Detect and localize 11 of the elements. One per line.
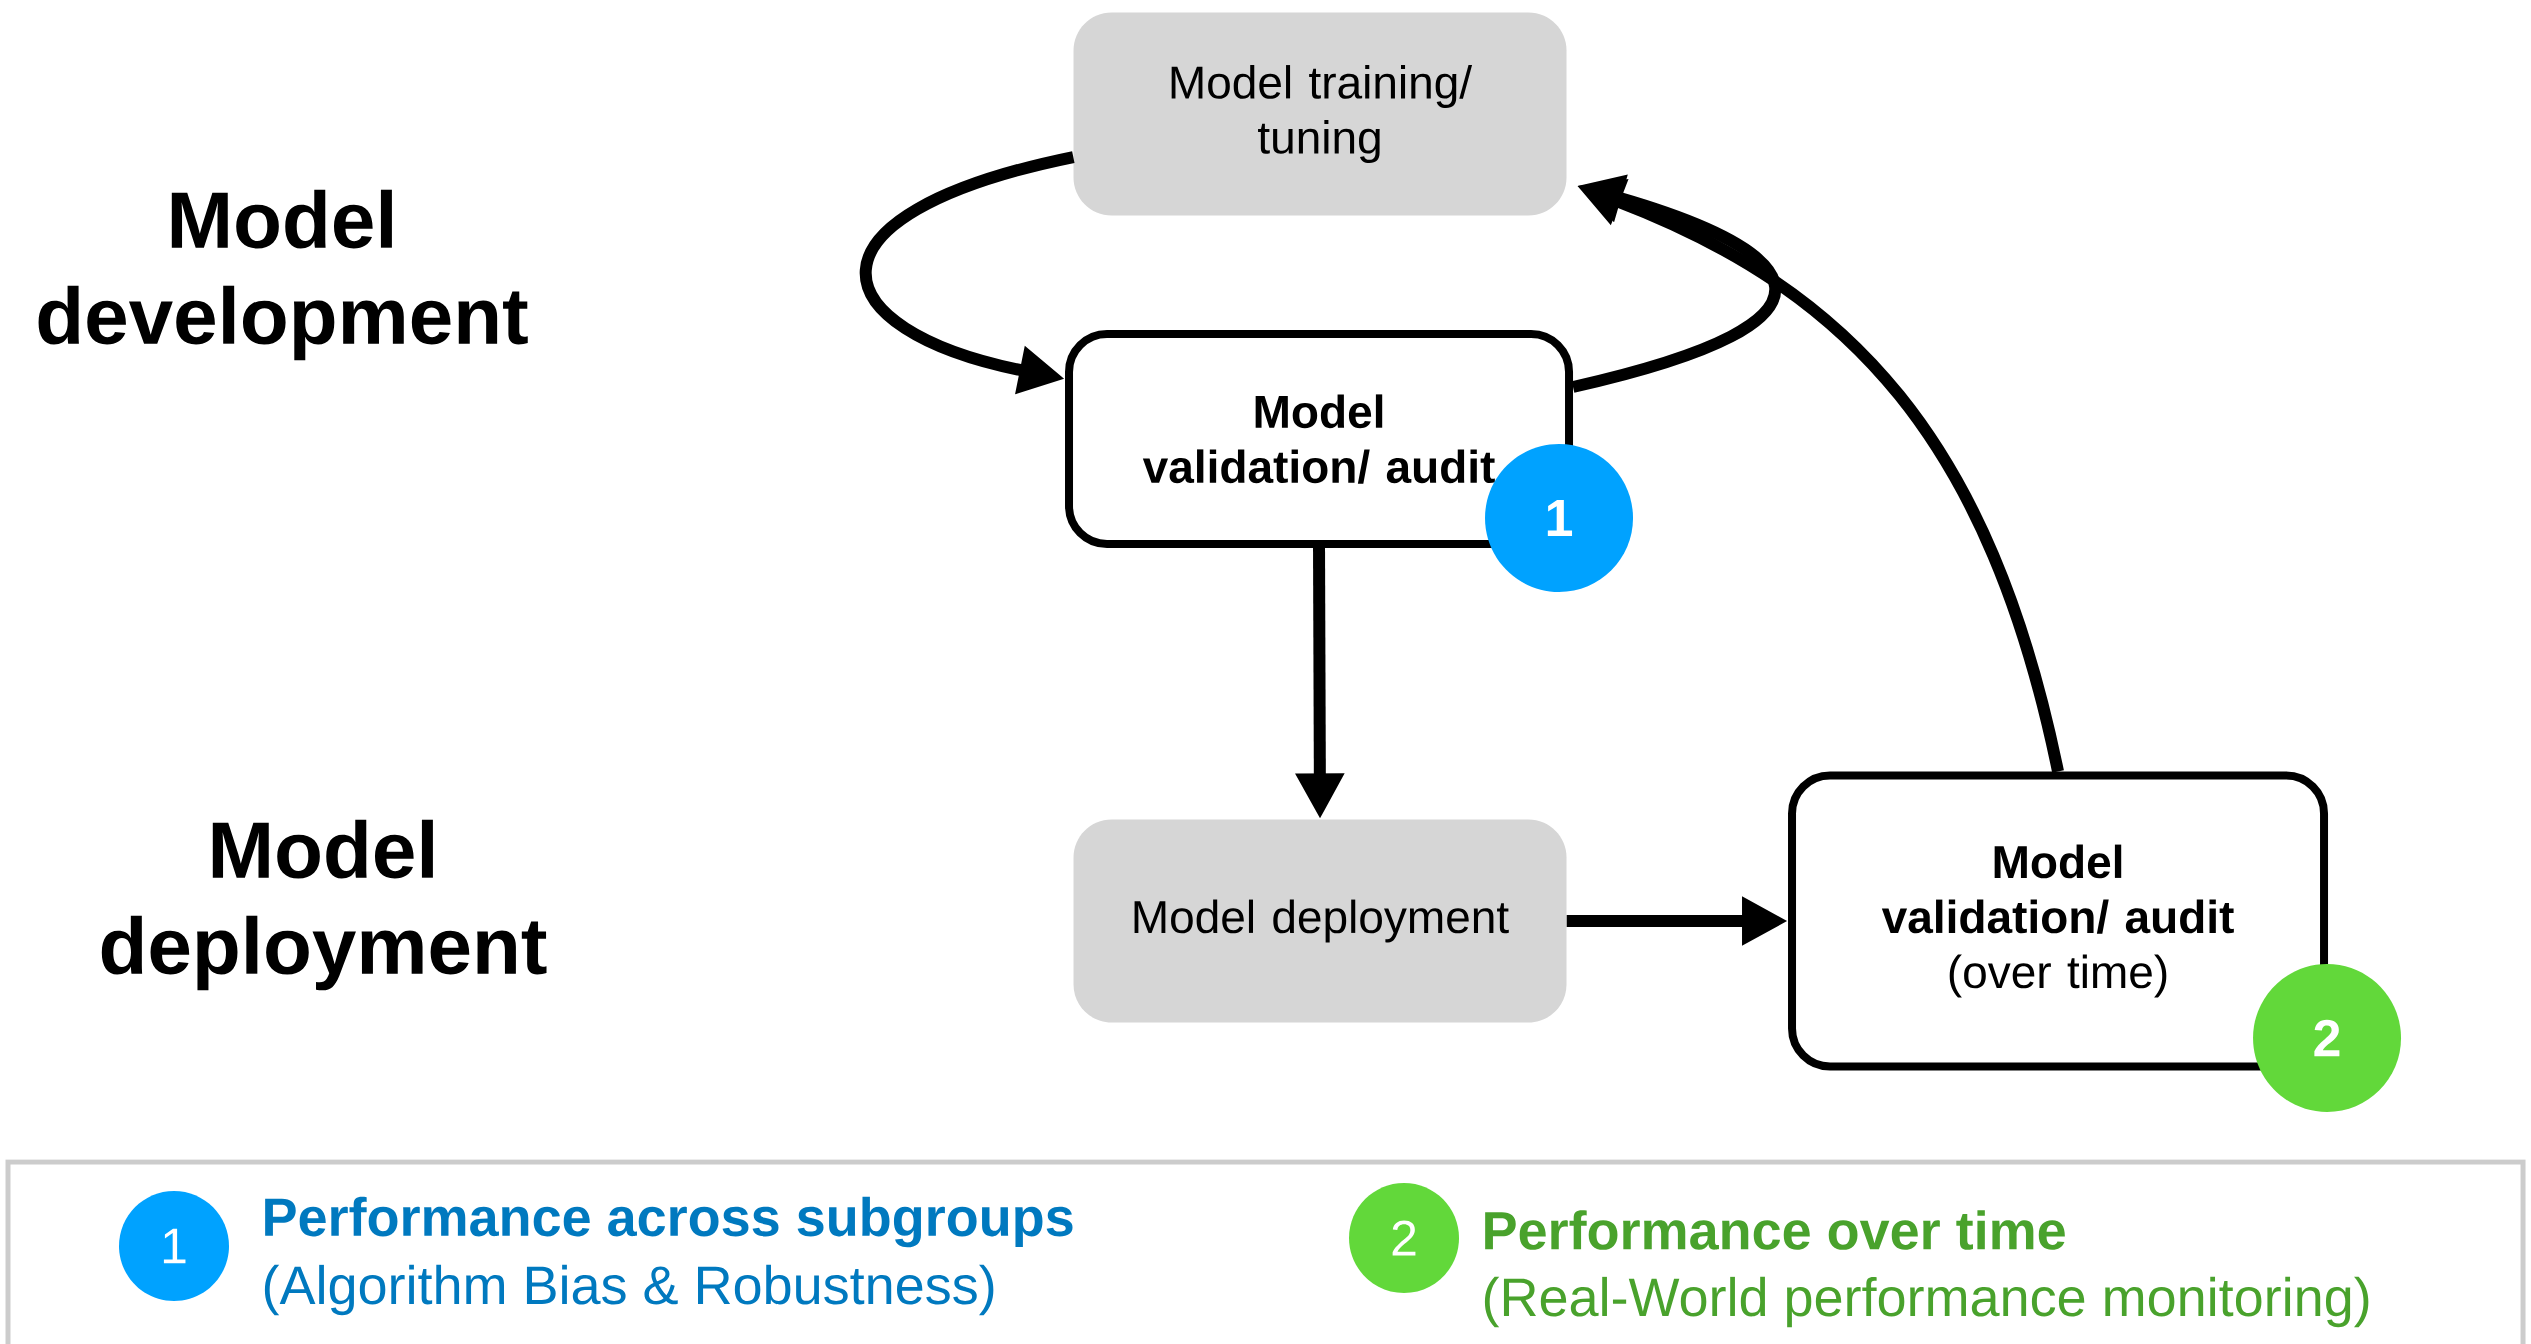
number-badge: 2 — [2253, 964, 2402, 1112]
legend-note: (Algorithm Bias & Robustness) — [264, 1264, 994, 1316]
section-heading: Model deployment — [101, 819, 547, 991]
legend-heading: Performance across subgroups — [265, 1196, 1073, 1248]
legend-note: (Real-World performance monitoring) — [1484, 1276, 2369, 1328]
process-box: Model deployment — [1073, 819, 1567, 1023]
swatch-number: 1 — [163, 1228, 186, 1264]
swatch-number: 2 — [1392, 1220, 1416, 1256]
section-heading: Model development — [38, 189, 528, 361]
process-box: Model training/ tuning — [1073, 12, 1567, 216]
legend-heading: Performance over time — [1485, 1210, 2065, 1250]
